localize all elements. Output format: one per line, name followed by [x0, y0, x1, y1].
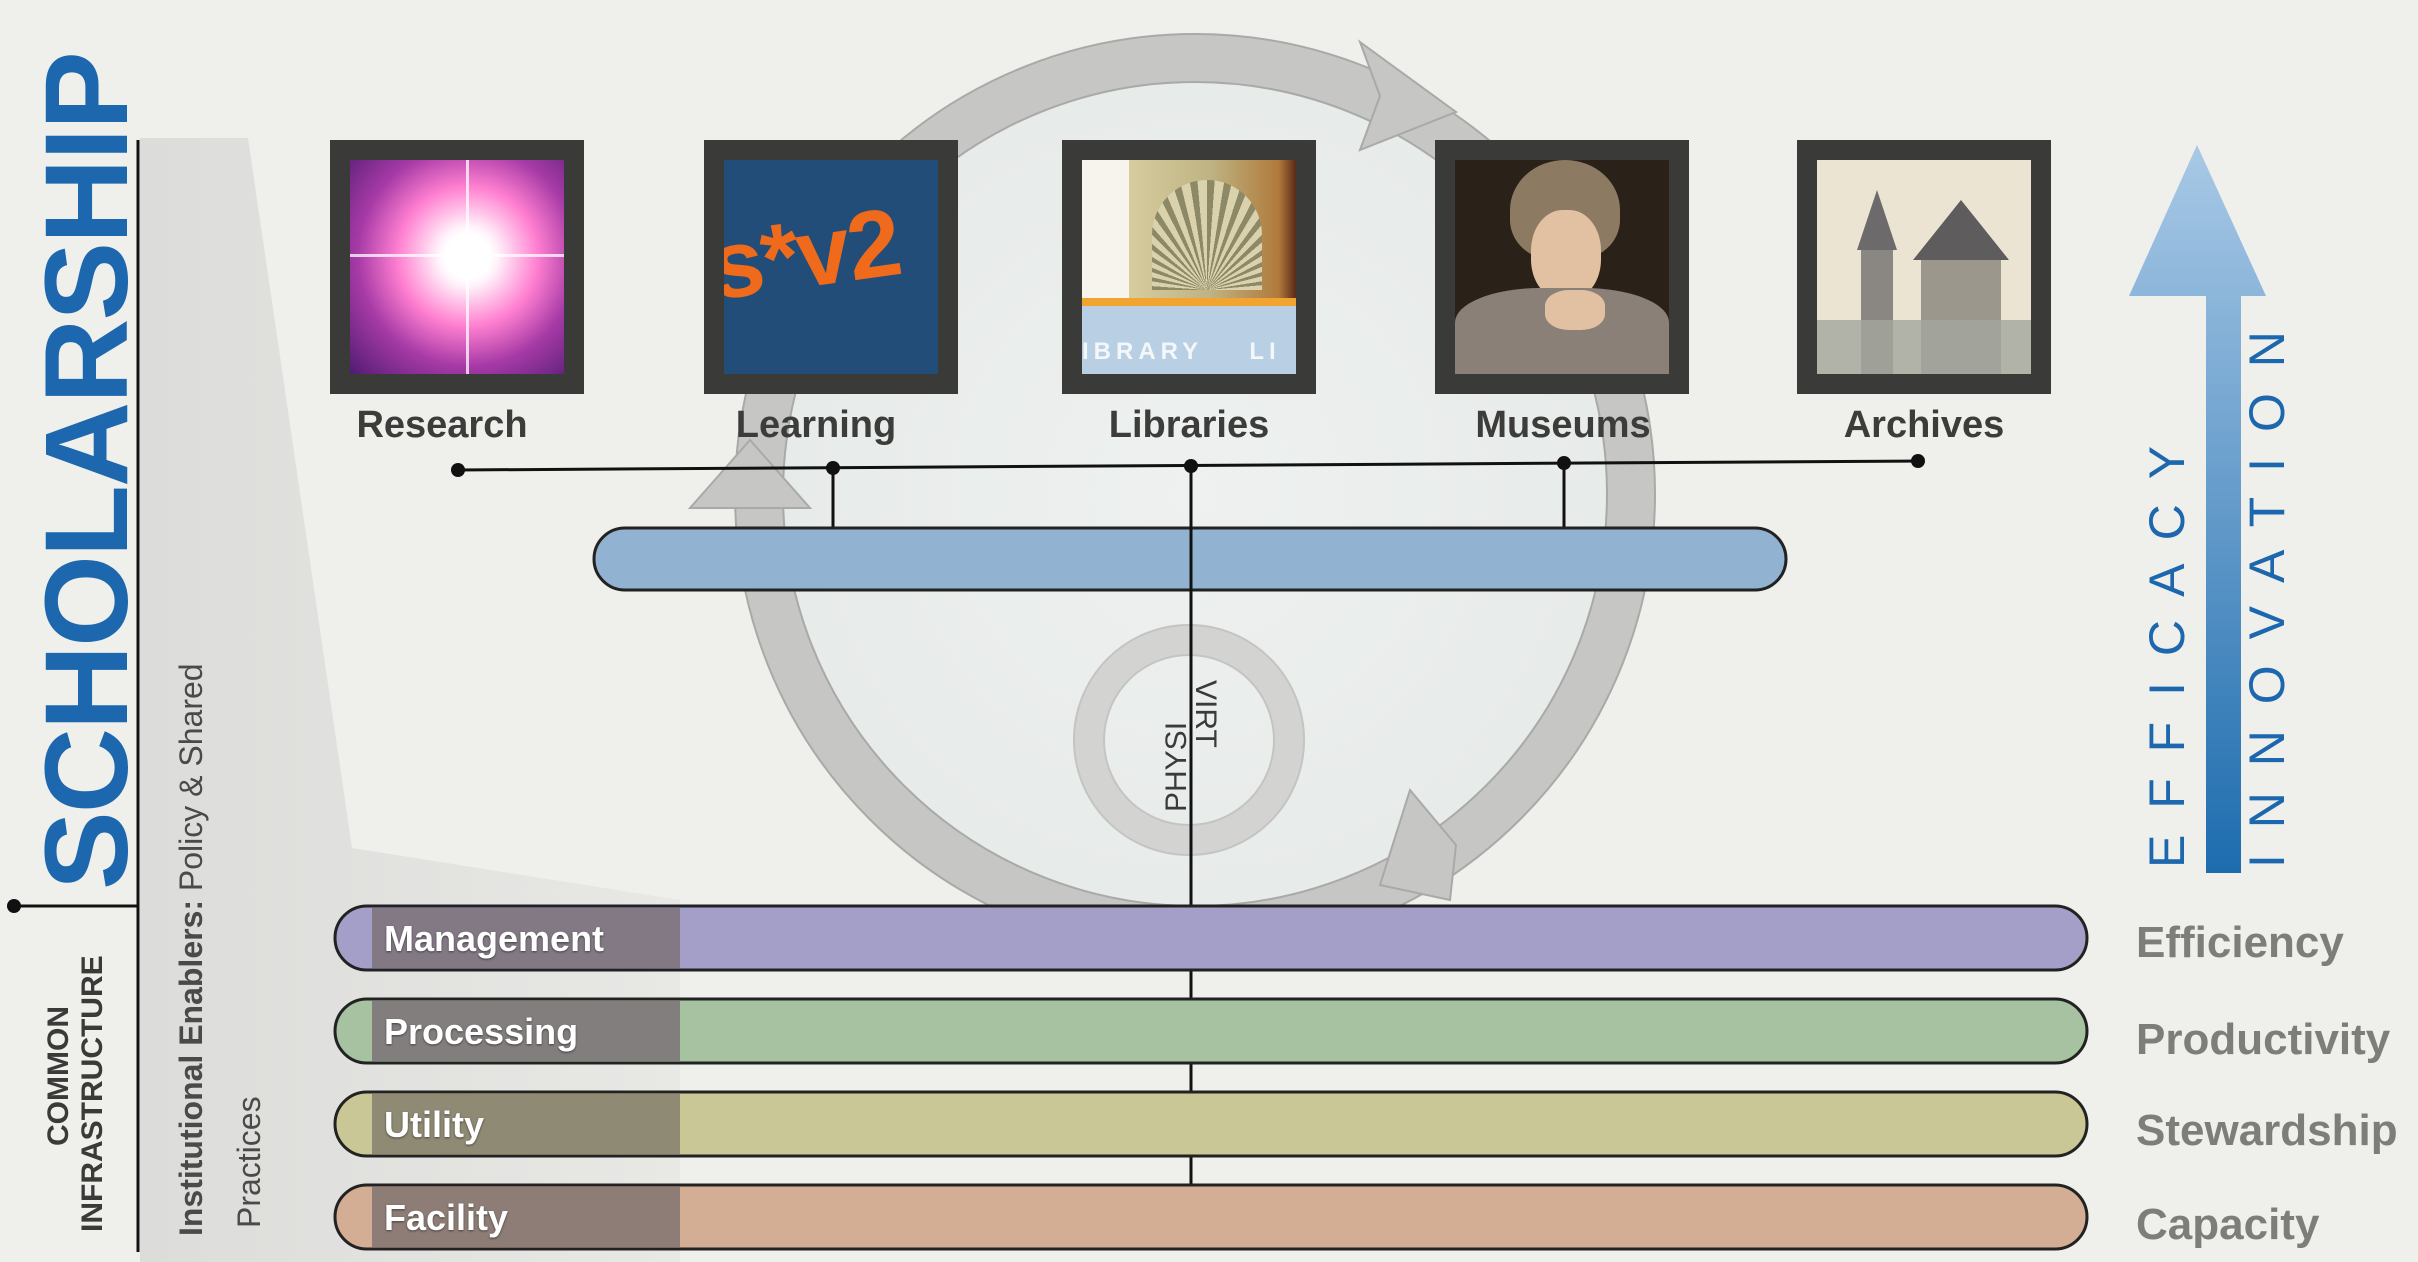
- band-processing: [333, 997, 2089, 1065]
- enablers-practices: Practices: [231, 1096, 267, 1228]
- outcome-productivity: Productivity: [2136, 1015, 2391, 1064]
- left-gray-panel: [140, 138, 680, 1262]
- scholarship-title: SCHOLARSHIP: [21, 53, 153, 890]
- archives-thumbnail[interactable]: [1797, 140, 2051, 394]
- library-fan-image: IBRARY LI: [1082, 160, 1296, 374]
- band-label-facility: Facility: [384, 1197, 509, 1238]
- museums-thumbnail[interactable]: [1435, 140, 1689, 394]
- innovation-label: I N N O V A T I O N: [2239, 325, 2295, 868]
- scholarship-dot: [7, 899, 21, 913]
- cycle-arrowhead-right: [1378, 787, 1458, 902]
- physical-virtual-ring: [1073, 624, 1305, 856]
- category-connector: [451, 454, 1925, 532]
- cycle-arrowhead-left: [687, 438, 813, 509]
- band-utility: [333, 1090, 2089, 1158]
- infrastructure-label: INFRASTRUCTURE: [76, 955, 109, 1232]
- nebula-image: [350, 160, 564, 374]
- outcome-stewardship: Stewardship: [2136, 1106, 2398, 1155]
- common-infrastructure-label: COMMON INFRASTRUCTURE: [42, 920, 110, 1232]
- sv2-logo-image: s*v2: [724, 160, 938, 374]
- band-label-processing: Processing: [384, 1011, 579, 1052]
- category-label-archives: Archives: [1843, 404, 2005, 446]
- research-thumbnail[interactable]: [330, 140, 584, 394]
- institutional-enablers-label: Institutional Enablers: Policy & Shared …: [162, 663, 278, 1236]
- portrait-painting-image: [1455, 160, 1669, 374]
- common-label: COMMON: [42, 1006, 75, 1146]
- efficacy-innovation-arrow: [2129, 145, 2266, 873]
- cycle-arrowhead-top: [1357, 39, 1459, 152]
- category-label-research: Research: [356, 404, 528, 446]
- sv2-logo-text: s*v2: [724, 188, 906, 321]
- efficacy-label: E F F I C A C Y: [2139, 439, 2195, 868]
- outcome-efficiency: Efficiency: [2136, 918, 2344, 967]
- ring-label-virtual: VIRT: [1189, 680, 1222, 748]
- library-banner-text: IBRARY LI: [1082, 338, 1281, 365]
- enablers-bold: Institutional Enablers:: [173, 899, 209, 1236]
- cathedral-drawing-image: [1817, 160, 2031, 374]
- outcome-capacity: Capacity: [2136, 1200, 2320, 1249]
- libraries-thumbnail[interactable]: IBRARY LI: [1062, 140, 1316, 394]
- band-label-utility: Utility: [384, 1104, 485, 1145]
- learning-thumbnail[interactable]: s*v2: [704, 140, 958, 394]
- band-facility: [333, 1183, 2089, 1251]
- band-label-management: Management: [384, 918, 605, 959]
- category-label-learning: Learning: [735, 404, 897, 446]
- category-label-libraries: Libraries: [1108, 404, 1270, 446]
- enablers-text: Policy & Shared: [173, 663, 209, 900]
- band-management: [333, 904, 2089, 972]
- category-label-museums: Museums: [1475, 404, 1651, 446]
